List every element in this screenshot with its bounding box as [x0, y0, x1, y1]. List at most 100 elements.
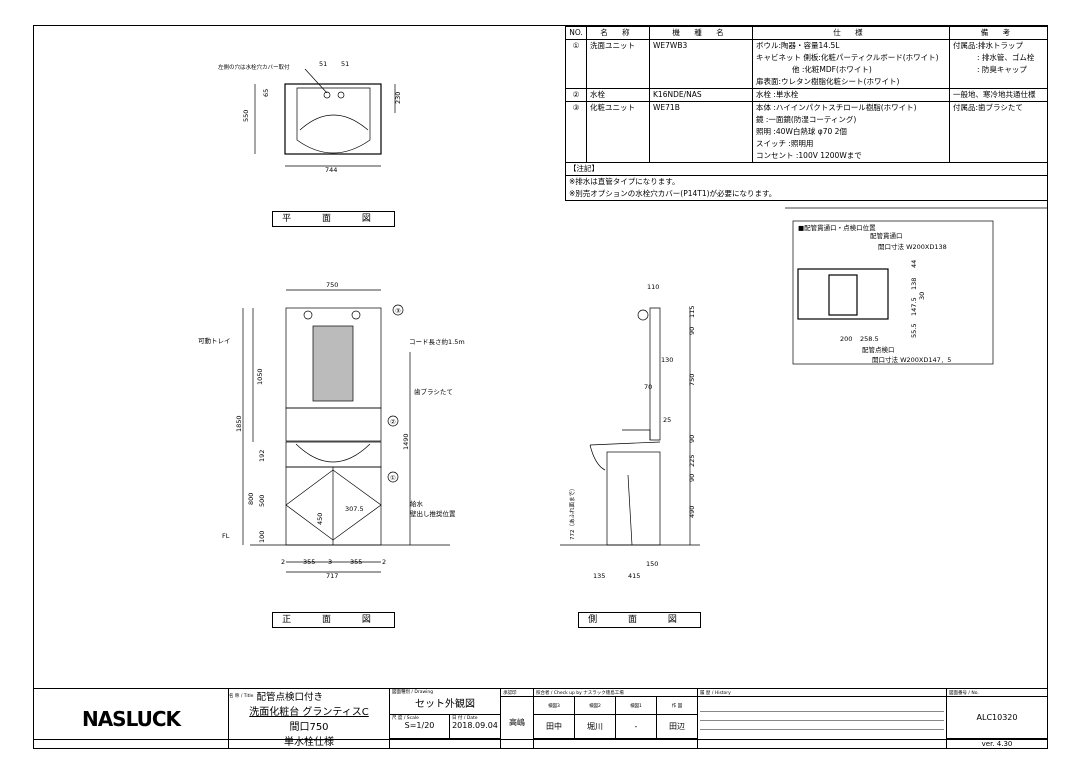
checker-name: 田辺 — [656, 714, 698, 739]
dim: 772（あふれ面まで） — [569, 486, 576, 541]
front-view: 750 1050 1850 1490 192 800 500 100 450 3… — [198, 281, 465, 580]
spec-line: ボウル:陶器・容量14.5L — [756, 41, 840, 50]
dim: 415 — [628, 572, 640, 580]
checker-name: 堀川 — [574, 714, 616, 739]
caption: 名 称 / Title — [229, 694, 254, 699]
pipe-opening-detail: ■配管貫通口・点検口位置 配管貫通口 開口寸法 W200XD138 配管点検口 … — [792, 220, 994, 365]
dim: 2 — [281, 558, 285, 566]
note-line: 付属品:排水トラップ — [953, 41, 1024, 50]
dim: 55.5 — [910, 324, 918, 338]
dim: 51 — [319, 60, 327, 68]
callout: 開口寸法 W200XD138 — [878, 242, 947, 251]
spec-line: 本体 :ハイインパクトスチロール樹脂(ホワイト) — [756, 103, 917, 112]
drawing-number: ALC10320 — [946, 696, 1048, 739]
cell-no: ① — [565, 39, 587, 89]
dim: 65 — [262, 89, 270, 97]
history-lines — [697, 696, 947, 749]
table-row: ③ 化粧ユニット WE71B 本体 :ハイインパクトスチロール樹脂(ホワイト)鏡… — [565, 101, 1048, 163]
callout: 配管貫通口 — [870, 231, 903, 240]
dim: 750 — [688, 374, 696, 386]
dim: 44 — [910, 260, 918, 268]
dim: 147.5 — [910, 297, 918, 316]
table-row: ② 水栓 K16NDE/NAS 水栓 :単水栓 一般地、寒冷地共通仕様 — [565, 88, 1048, 102]
note: ※排水は直管タイプになります。 — [569, 177, 680, 186]
notes-header: 【注記】 — [565, 162, 1048, 176]
dim: 230 — [394, 92, 402, 104]
dim: 138 — [910, 278, 918, 290]
callout: 配管点検口 — [862, 345, 895, 354]
dim: 258.5 — [860, 335, 879, 343]
cell-model: WE71B — [649, 101, 753, 163]
plan-view: 550 744 230 65 51 51 左側の穴は水栓穴カバー取付 — [218, 60, 402, 174]
callout: 左側の穴は水栓穴カバー取付 — [218, 63, 290, 71]
caption: 図面番号 / No. — [949, 690, 979, 696]
dim: 100 — [258, 531, 266, 543]
check-head: 作 図 — [671, 703, 683, 709]
cell-name: 洗面ユニット — [586, 39, 650, 89]
note-line: : 防臭キャップ — [977, 65, 1027, 74]
dim: 355 — [303, 558, 315, 566]
title-line: 単水栓仕様 — [284, 737, 334, 748]
caption: 日 付 / Date — [452, 716, 478, 721]
dim: 30 — [918, 292, 926, 300]
checker-name: 田中 — [533, 714, 575, 739]
side-view-label: 側 面 図 — [578, 612, 701, 628]
dim: 500 — [258, 495, 266, 507]
dim: 800 — [247, 493, 255, 505]
dim: 70 — [644, 383, 652, 391]
spec-line: キャビネット 側板:化粧パーティクルボード(ホワイト) — [756, 53, 939, 62]
dim: 135 — [593, 572, 605, 580]
dim: 25 — [663, 416, 671, 424]
checker-name: - — [615, 714, 657, 739]
dim: 90 — [688, 327, 696, 335]
cell-no: ③ — [565, 101, 587, 163]
cell-name: 化粧ユニット — [586, 101, 650, 163]
cell-note: 付属品:排水トラップ: 排水管、ゴム栓: 防臭キャップ — [949, 39, 1048, 89]
dim: 307.5 — [345, 505, 364, 513]
col-header: 名 称 — [586, 26, 650, 40]
callout: コード長さ約1.5m — [409, 337, 465, 346]
col-header: 機 種 名 — [649, 26, 753, 40]
caption: 照合者 / Check up by ナスラック徳島工場 — [536, 690, 624, 696]
dim: 1490 — [402, 433, 410, 450]
dim: 90 — [688, 435, 696, 443]
detail-title: ■配管貫通口・点検口位置 — [798, 223, 876, 232]
cell-model: K16NDE/NAS — [649, 88, 753, 102]
scale: S=1/20 — [404, 721, 435, 730]
marker: ① — [390, 474, 396, 482]
spec-table: NO. 名 称 機 種 名 仕 様 備 考 ① 洗面ユニット WE7WB3 ボウ… — [565, 26, 1048, 201]
spec-line: コンセント :100V 1200Wまで — [756, 151, 862, 160]
marker: ② — [390, 418, 396, 426]
plan-bowl — [296, 87, 371, 154]
dim: 490 — [688, 506, 696, 518]
col-header: 仕 様 — [752, 26, 950, 40]
dim: 750 — [326, 281, 338, 289]
cell-model: WE7WB3 — [649, 39, 753, 89]
note: ※別売オプションの水栓穴カバー(P14T1)が必要になります。 — [569, 189, 777, 198]
callout: 給水 — [410, 499, 424, 508]
col-header: NO. — [565, 26, 587, 40]
dim: 90 — [688, 474, 696, 482]
date: 2018.09.04 — [452, 721, 498, 730]
dim: 717 — [326, 572, 338, 580]
dim: 130 — [661, 356, 673, 364]
check-head: 検図2 — [589, 703, 601, 709]
version: ver. 4.30 — [946, 738, 1048, 749]
dim: 550 — [242, 110, 250, 122]
cell-note: 一般地、寒冷地共通仕様 — [949, 88, 1048, 102]
dim: 192 — [258, 450, 266, 462]
logo: NASLUCK — [33, 688, 229, 749]
callout: 歯ブラシたて — [414, 387, 453, 396]
mirror — [312, 325, 354, 402]
callout: 開口寸法 W200XD147．5 — [872, 355, 951, 364]
dim: 355 — [350, 558, 362, 566]
check-head: 検図1 — [630, 703, 642, 709]
cell-spec: ボウル:陶器・容量14.5L キャビネット 側板:化粧パーティクルボード(ホワイト… — [752, 39, 950, 89]
dim: 3 — [328, 558, 332, 566]
cell-spec: 本体 :ハイインパクトスチロール樹脂(ホワイト)鏡 :一面鏡(防湿コーティング)… — [752, 101, 950, 163]
dim: 744 — [325, 166, 337, 174]
cell-spec: 水栓 :単水栓 — [752, 88, 950, 102]
col-header: 備 考 — [949, 26, 1048, 40]
